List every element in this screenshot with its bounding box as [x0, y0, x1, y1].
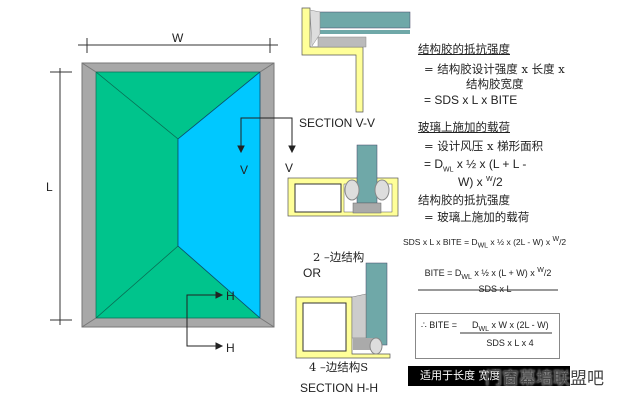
formula-line: 结构胶宽度 — [466, 77, 524, 91]
final-prefix: ∴ BITE = — [421, 320, 457, 330]
width-label: W — [172, 31, 184, 45]
final-formula-box — [415, 313, 560, 359]
formula-line: W) x W/2 — [458, 175, 503, 189]
load-title: 玻璃上施加的载荷 — [418, 120, 510, 134]
dimension-lines — [50, 38, 278, 325]
eq-title: 结构胶的抵抗强度 — [418, 193, 510, 207]
right-triangle — [177, 71, 261, 319]
formula-line: = DWL x ½ x (L + L - — [424, 157, 527, 174]
formula-line: = 结构胶设计强度 x 长度 x — [424, 62, 565, 76]
sds-equation: SDS x L x BITE = DWL x ½ x (2L - W) x W/… — [403, 236, 567, 250]
footer-note: 适用于长度 宽度 — [408, 366, 570, 386]
two-edge-label: 2 –边结构 — [313, 250, 365, 264]
two-edge-drawing — [287, 144, 399, 217]
length-label: L — [46, 180, 53, 194]
h-label: H — [226, 289, 235, 303]
formula-line: = SDS x L x BITE — [424, 93, 518, 107]
or-label: OR — [303, 266, 321, 280]
bite-denominator: SDS x L — [478, 284, 512, 294]
four-edge-drawing — [295, 262, 391, 359]
section-vv-drawing — [301, 7, 411, 113]
section-arrows — [186, 117, 296, 350]
glass-panel — [81, 62, 275, 328]
v-label: V — [285, 161, 294, 175]
four-edge-label: 4 –边结构S — [309, 360, 369, 374]
formula-line: = 玻璃上施加的载荷 — [424, 210, 530, 224]
bite-numerator: BITE = DWL x ½ x (L + W) x W/2 — [424, 267, 552, 281]
final-numerator: DWL x W x (2L - W) — [472, 320, 549, 333]
formula-line: = 设计风压 x 梯形面积 — [424, 139, 544, 153]
section-hh-label: SECTION H-H — [300, 381, 378, 395]
h-label: H — [226, 341, 235, 355]
resist-title: 结构胶的抵抗强度 — [418, 42, 510, 56]
final-denominator: SDS x L x 4 — [486, 338, 534, 348]
section-vv-label: SECTION V-V — [299, 116, 376, 130]
v-label: V — [240, 163, 249, 177]
watermark: 门窗幕墙联盟吧 — [485, 369, 604, 389]
